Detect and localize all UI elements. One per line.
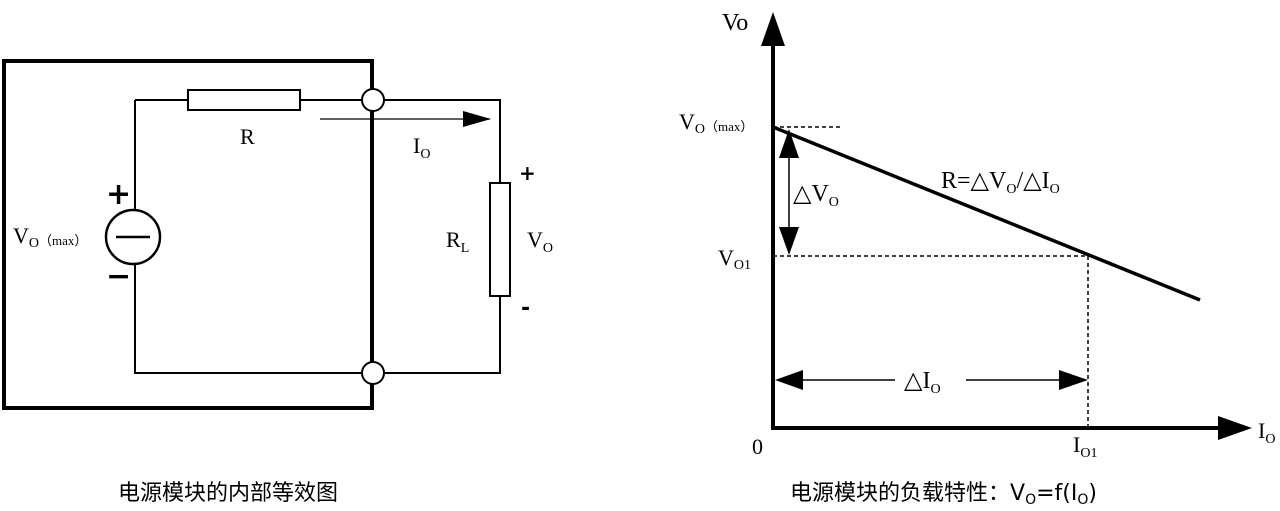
x-axis-label: IO [1258, 418, 1275, 447]
io1-label: IO1 [1073, 432, 1097, 461]
vo1-label: VO1 [718, 245, 751, 273]
load-characteristic-graph: Vo IO 0 VO（max） VO1 IO1 △VO △IO R=△VO/△I… [679, 10, 1275, 508]
internal-resistor [187, 89, 301, 111]
origin-label: 0 [752, 434, 763, 459]
delta-v-arrow [779, 129, 799, 255]
vmax-label: VO（max） [679, 109, 753, 137]
output-minus-sign: - [521, 296, 530, 321]
current-label: IO [413, 133, 430, 162]
load-resistor [489, 182, 511, 297]
source-voltage-label: VO（max） [13, 223, 87, 251]
circuit-caption: 电源模块的内部等效图 [118, 481, 338, 506]
x-axis-arrowhead [1218, 416, 1252, 440]
output-voltage-label: VO [527, 227, 553, 256]
output-plus-sign: + [519, 161, 536, 185]
delta-i-label: △IO [904, 368, 941, 397]
current-arrowhead [463, 111, 491, 127]
y-axis-arrowhead [761, 12, 785, 46]
delta-i-arrow [775, 370, 1088, 390]
dashed-guides [773, 126, 1089, 428]
source-minus-sign: − [106, 259, 131, 294]
load-line [772, 125, 1201, 302]
circuit-wires [134, 99, 501, 374]
resistor-label: R [240, 124, 255, 149]
equivalent-circuit: R IO + − VO（max） RL VO + - 电源模块的内部等效图 [2, 59, 553, 506]
delta-v-label: △VO [793, 181, 839, 210]
source-plus-sign: + [106, 177, 131, 212]
load-resistor-label: RL [446, 227, 469, 256]
terminal-top [361, 88, 385, 112]
y-axis-label: Vo [722, 10, 748, 36]
graph-caption: 电源模块的负载特性：VO=f(IO) [790, 481, 1097, 508]
terminal-bottom [361, 361, 385, 385]
slope-label: R=△VO/△IO [941, 168, 1060, 197]
